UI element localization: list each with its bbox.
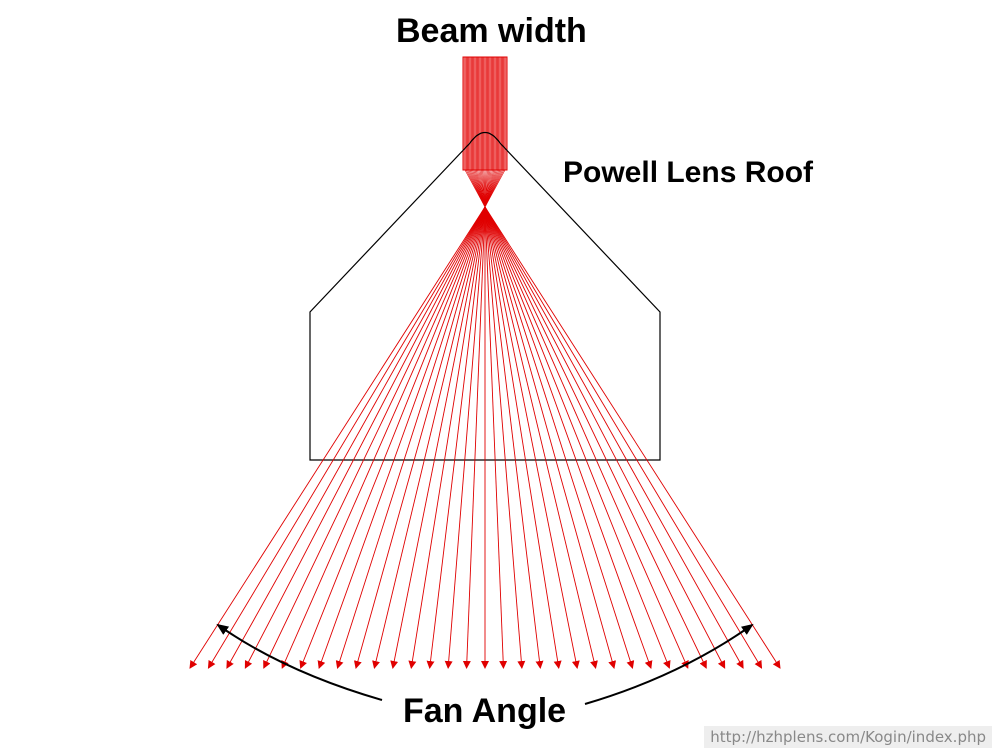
fan-ray	[207, 206, 486, 669]
fan-ray	[444, 206, 486, 669]
fan-ray	[484, 206, 781, 669]
fan-ray	[484, 206, 526, 669]
fan-ray	[484, 206, 689, 669]
fan-angle-right-arc	[584, 623, 754, 705]
fan-ray	[484, 206, 671, 669]
fan-ray	[462, 206, 486, 669]
fan-ray	[244, 206, 486, 669]
beam-width-label: Beam width	[396, 12, 587, 50]
fan-ray	[484, 206, 763, 669]
fan-rays	[189, 206, 781, 669]
fan-ray	[484, 206, 707, 669]
fan-ray	[408, 206, 486, 669]
fan-ray	[484, 206, 653, 669]
fan-ray	[484, 206, 544, 669]
watermark-url: http://hzhplens.com/Kogin/index.php	[704, 726, 992, 748]
fan-ray	[390, 206, 486, 669]
fan-ray	[299, 206, 486, 669]
fan-ray	[484, 206, 744, 669]
fan-ray	[372, 206, 486, 669]
fan-ray	[281, 206, 486, 669]
fan-ray	[484, 206, 562, 669]
fan-angle-left-arc	[216, 623, 383, 701]
fan-ray	[484, 206, 635, 669]
fan-ray	[484, 206, 617, 669]
powell-lens-outline	[309, 131, 661, 461]
fan-ray	[484, 206, 508, 669]
fan-ray	[189, 206, 486, 669]
fan-ray	[484, 206, 580, 669]
fan-ray	[353, 206, 486, 669]
fan-ray	[484, 206, 598, 669]
fan-ray	[426, 206, 486, 669]
converging-rays	[464, 169, 506, 208]
fan-ray	[263, 206, 486, 669]
powell-lens-roof-label: Powell Lens Roof	[563, 156, 814, 189]
converging-ray	[484, 169, 506, 208]
fan-ray	[226, 206, 486, 669]
fan-ray	[317, 206, 486, 669]
fan-ray	[335, 206, 486, 669]
fan-ray	[484, 206, 726, 669]
fan-angle-label: Fan Angle	[403, 692, 567, 730]
incoming-beam-rays	[464, 57, 506, 170]
